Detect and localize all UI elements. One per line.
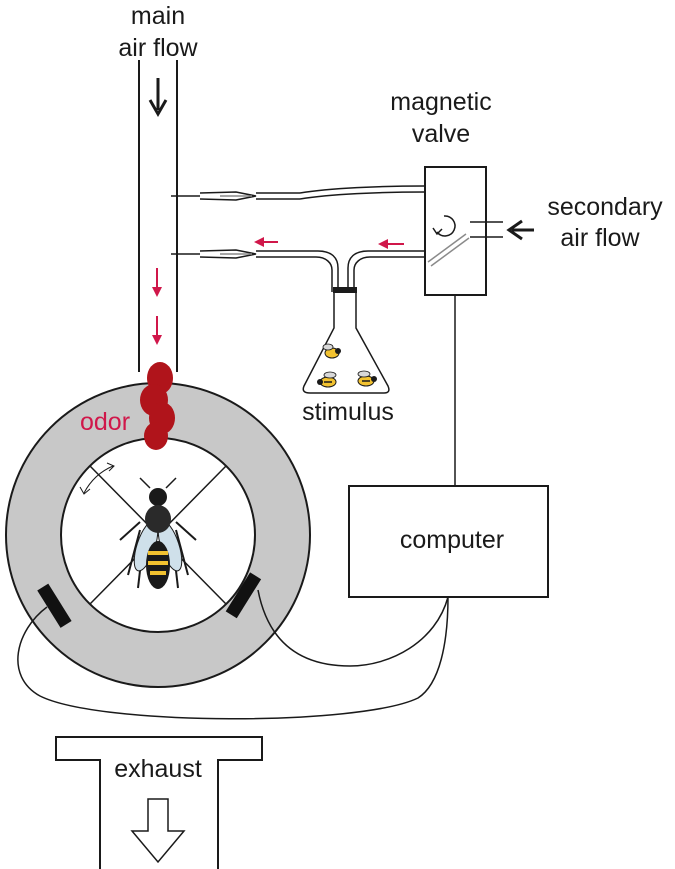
exhaust-duct <box>55 736 263 869</box>
odor-label: odor <box>80 408 130 436</box>
secondary-air-flow-label-line1: secondary <box>547 193 663 221</box>
right-sensor-cable <box>257 589 449 667</box>
odor-plume <box>140 362 175 450</box>
main-air-flow-arrow-icon <box>148 78 168 118</box>
magnetic-valve-label-line1: magnetic <box>390 88 491 116</box>
secondary-air-flow-arrow-icon <box>506 219 534 241</box>
bee-icon <box>119 477 197 589</box>
main-air-flow-label-line2: air flow <box>118 34 198 62</box>
computer-label: computer <box>400 526 504 554</box>
bee-icon <box>317 371 337 388</box>
bee-icon <box>357 370 377 387</box>
rotation-arrow-icon <box>79 462 115 495</box>
bypass-line <box>171 185 426 201</box>
stimulus-flask <box>302 287 390 394</box>
secondary-inlet-tube <box>470 221 503 238</box>
exhaust-arrow-icon <box>130 798 186 864</box>
right-sensor <box>225 572 262 619</box>
bee-icon <box>322 343 341 359</box>
left-sensor-cable <box>17 596 449 720</box>
exhaust-label: exhaust <box>114 755 202 783</box>
left-sensor <box>37 583 72 628</box>
secondary-air-flow-label-line2: air flow <box>560 224 640 252</box>
main-air-flow-label-line1: main <box>131 2 185 30</box>
odor-line <box>171 249 425 292</box>
stimulus-label: stimulus <box>302 398 394 426</box>
valve-switch-icon <box>427 215 470 267</box>
odor-line-arrows <box>254 237 404 249</box>
magnetic-valve-label-line2: valve <box>412 120 470 148</box>
main-air-flow-tube <box>138 60 178 372</box>
